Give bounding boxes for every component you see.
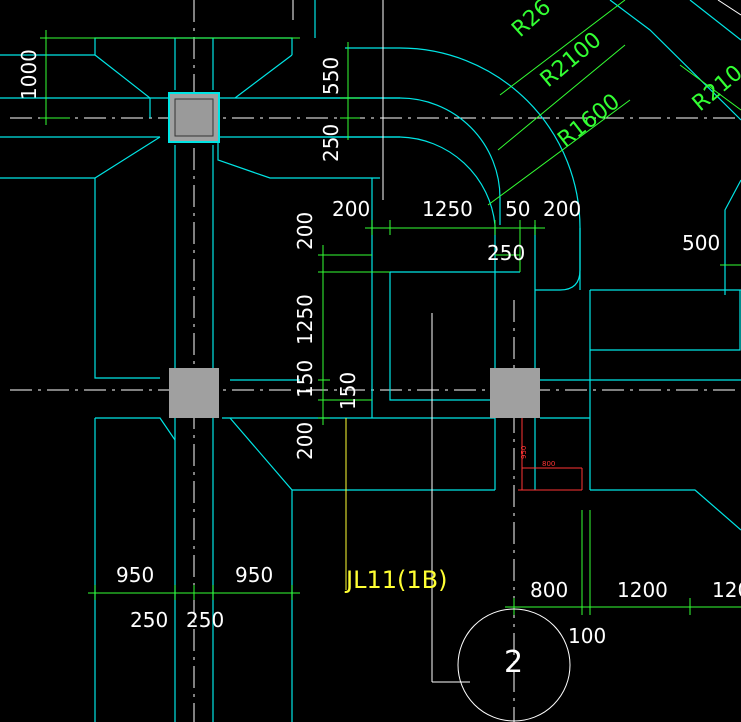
top-right-diagonal-a [609,0,741,121]
radius-leader-r2100 [497,44,626,151]
radius-label-r210-right: R210 [688,61,741,117]
dim-label-250-a: 250 [130,608,168,632]
axis-lines [10,0,741,722]
dim-label-500: 500 [682,231,720,255]
dim-label-250-b: 250 [186,608,224,632]
curved-beam-outer-inner [300,97,501,225]
grid-bubble-circle [457,608,571,722]
dim-label-800: 800 [530,578,568,602]
top-footing-chamfer-right [234,54,293,99]
dim-label-1000: 1000 [17,49,41,100]
dimension-lines [40,0,741,615]
dim-label-200-left: 200 [293,212,317,250]
dim-label-1250-left: 1250 [293,294,317,345]
top-footing-chamfer-left [94,54,151,118]
curved-footing-outer [345,47,581,290]
column-top-left-inner [174,98,214,137]
dim-label-550: 550 [319,57,343,95]
footing-left-vertical [94,178,160,379]
dim-label-1250-top: 1250 [422,197,473,221]
right-footing-inner [590,290,741,351]
top-footing-edge [0,37,293,56]
dim-label-200-bottom-left: 200 [293,422,317,460]
dim-label-1200: 1200 [617,578,668,602]
small-label-950: 950 [520,446,528,459]
column-mid-right [490,368,540,418]
footing-lower-chamfer-right [217,137,380,179]
top-right-diagonal-b [689,0,741,41]
curved-beam-inner [300,136,496,226]
radius-leader-r1600 [487,99,631,206]
small-label-800: 800 [542,460,555,468]
radius-leader-r26 [499,0,626,96]
dim-label-250-mid: 250 [487,241,525,265]
dim-label-250-top: 250 [319,124,343,162]
inner-box-left [389,272,495,401]
highlight-box: 950 800 [518,418,583,491]
dim-label-950-a: 950 [116,563,154,587]
dim-label-200-top: 200 [332,197,370,221]
right-footing-bottom [590,489,741,531]
leader-top-right [717,0,741,16]
radius-label-r26: R26 [507,0,556,42]
radius-label-r1600: R1600 [553,89,625,153]
footing-lower-chamfer-left [0,136,161,179]
dim-label-150-a: 150 [293,360,317,398]
curved-footing-corner [535,228,581,291]
grid-bubble-label: 2 [504,645,523,680]
footing-left-lower [95,417,176,441]
beam-tag-label: JL11(1B) [344,566,447,594]
dim-label-120-partial: 120 [712,578,741,602]
dim-label-950-b: 950 [235,563,273,587]
right-footing-chamfer [724,179,741,295]
dim-label-150-b: 150 [336,372,360,410]
dimension-labels: 1000 550 250 200 1250 50 200 250 500 200… [17,49,741,648]
leader-lines [292,0,741,683]
dim-label-50: 50 [505,197,530,221]
column-mid-left [169,368,219,418]
columns [168,92,540,418]
radius-leader-right [679,64,741,111]
dim-label-200-top-right: 200 [543,197,581,221]
dim-label-100: 100 [568,624,606,648]
